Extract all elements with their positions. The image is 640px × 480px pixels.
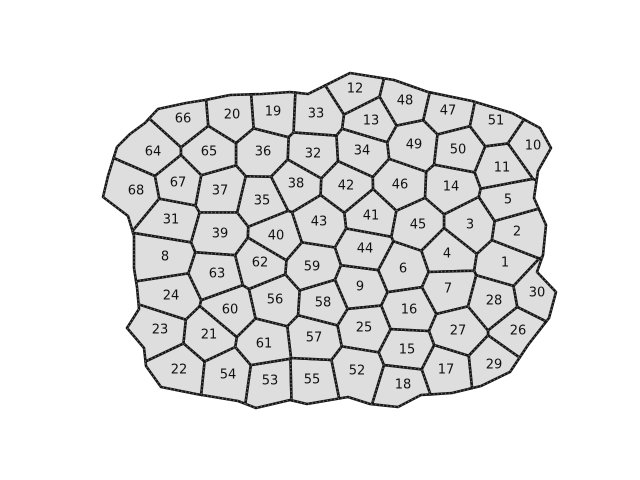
cell-label: 50 xyxy=(450,143,467,158)
cell-label: 44 xyxy=(357,242,374,257)
cell-label: 37 xyxy=(212,184,229,199)
cell-label: 68 xyxy=(128,184,145,199)
cell-label: 8 xyxy=(161,250,169,265)
cell-boundary-points xyxy=(512,256,557,323)
cell-label: 16 xyxy=(401,303,418,318)
cell-label: 34 xyxy=(354,144,371,159)
cell-region xyxy=(234,317,293,367)
cell-boundary-points xyxy=(507,118,552,182)
cell-label: 11 xyxy=(494,161,511,176)
cell-label: 39 xyxy=(212,227,229,242)
cell-label: 65 xyxy=(201,145,218,160)
cell-label: 61 xyxy=(256,337,273,352)
cell-region xyxy=(101,156,161,233)
cell-label: 23 xyxy=(152,323,169,338)
cell-label: 47 xyxy=(440,104,457,119)
cell-label: 5 xyxy=(504,193,512,208)
cell-label: 41 xyxy=(363,209,380,224)
cell-boundary-points xyxy=(148,99,209,149)
cell-label: 20 xyxy=(224,108,241,123)
cell-label: 32 xyxy=(305,147,322,162)
cell-label: 54 xyxy=(220,368,237,383)
cell-label: 51 xyxy=(488,114,505,129)
cell-label: 49 xyxy=(406,138,423,153)
cell-label: 53 xyxy=(262,374,279,389)
cell-label: 46 xyxy=(392,178,409,193)
cell-label: 60 xyxy=(222,303,239,318)
cell-label: 33 xyxy=(308,107,325,122)
cell-boundary-points xyxy=(234,236,288,290)
cell-boundary-points xyxy=(200,346,252,405)
cell-label: 26 xyxy=(510,324,527,339)
cell-region xyxy=(187,251,244,302)
cell-boundary-points xyxy=(491,207,547,260)
cell-boundary-points xyxy=(372,158,427,212)
cell-label: 31 xyxy=(163,213,180,228)
cell-label: 24 xyxy=(163,289,180,304)
cell-label: 10 xyxy=(525,139,542,154)
cell-label: 59 xyxy=(304,260,321,275)
cell-label: 55 xyxy=(304,373,321,388)
cell-label: 4 xyxy=(443,247,451,262)
cell-label: 15 xyxy=(399,343,416,358)
cell-region xyxy=(467,333,521,390)
cell-label: 48 xyxy=(397,94,414,109)
cell-label: 18 xyxy=(395,378,412,393)
cell-label: 67 xyxy=(170,176,187,191)
cell-boundary-points xyxy=(292,84,345,137)
cell-boundary-points xyxy=(390,197,445,252)
cell-boundary-points xyxy=(330,345,385,405)
cell-label: 52 xyxy=(349,364,366,379)
cell-label: 30 xyxy=(529,286,546,301)
cell-label: 66 xyxy=(175,112,192,127)
cell-label: 12 xyxy=(347,82,364,97)
cell-label: 2 xyxy=(513,225,521,240)
cell-label: 45 xyxy=(410,218,427,233)
cell-boundary-points xyxy=(467,274,518,332)
cell-boundary-points xyxy=(378,77,431,127)
cell-label: 13 xyxy=(363,114,380,129)
cell-label: 29 xyxy=(486,358,503,373)
cell-label: 28 xyxy=(486,294,503,309)
cell-label: 19 xyxy=(265,105,282,120)
cell-label: 40 xyxy=(268,229,285,244)
cell-label: 57 xyxy=(306,331,323,346)
cell-label: 64 xyxy=(145,145,162,160)
cell-label: 21 xyxy=(201,328,218,343)
cell-label: 62 xyxy=(252,256,269,271)
cells-layer xyxy=(101,71,558,410)
cell-label: 43 xyxy=(311,215,328,230)
cell-label: 1 xyxy=(501,256,509,271)
cell-label: 22 xyxy=(171,363,188,378)
cell-region xyxy=(125,302,188,363)
labels-layer: 1234567891011121314151617181920212223242… xyxy=(128,82,546,393)
cell-label: 9 xyxy=(356,280,364,295)
cell-label: 7 xyxy=(444,282,452,297)
cell-label: 25 xyxy=(356,321,373,336)
cell-label: 14 xyxy=(443,180,460,195)
cell-boundary-points xyxy=(144,342,206,396)
cell-boundary-points xyxy=(469,101,525,148)
cell-label: 27 xyxy=(450,324,467,339)
cell-label: 63 xyxy=(209,267,226,282)
cell-label: 36 xyxy=(255,145,272,160)
cell-label: 3 xyxy=(466,218,474,233)
cell-label: 6 xyxy=(399,262,407,277)
cell-label: 42 xyxy=(338,179,355,194)
cell-label: 58 xyxy=(315,296,332,311)
cell-boundary-points xyxy=(386,119,439,173)
cell-label: 38 xyxy=(288,177,305,192)
cell-label: 35 xyxy=(254,194,271,209)
cell-label: 56 xyxy=(267,293,284,308)
cell-label: 17 xyxy=(438,363,455,378)
